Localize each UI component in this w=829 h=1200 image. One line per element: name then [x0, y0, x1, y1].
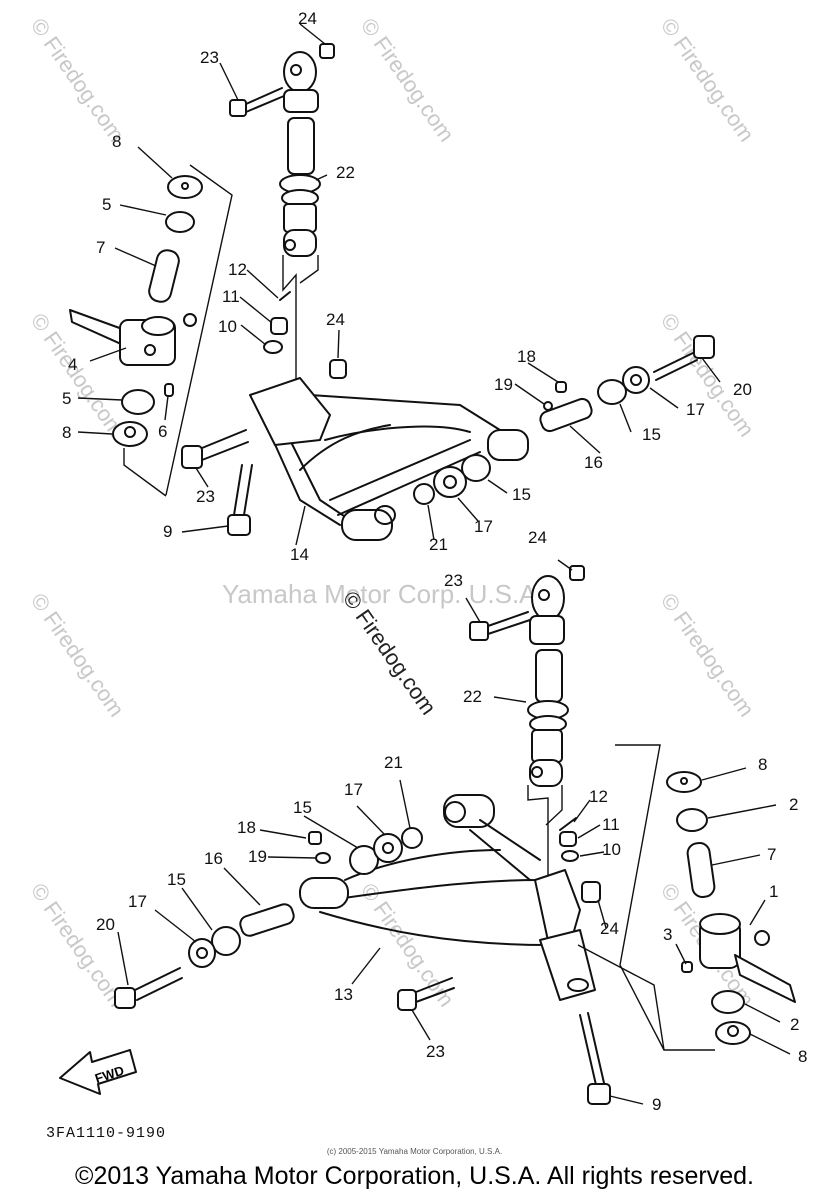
callout: 9	[652, 1095, 661, 1114]
fwd-arrow: FWD	[59, 1049, 137, 1095]
watermark-corner: © Firedog.com	[26, 589, 129, 722]
callout: 19	[494, 375, 513, 394]
callout: 8	[62, 423, 71, 442]
callout: 16	[584, 453, 603, 472]
callout-labels-lower: 24 23 22 8 2 7 1 3 2 8 21 17 15 18 19 16…	[96, 528, 807, 1114]
callout: 6	[158, 422, 167, 441]
callout: 14	[290, 545, 309, 564]
callout: 5	[62, 389, 71, 408]
callout: 12	[228, 260, 247, 279]
callout: 22	[463, 687, 482, 706]
callout: 15	[512, 485, 531, 504]
bushing-stack-upper-left	[148, 175, 203, 303]
callout: 20	[96, 915, 115, 934]
watermark-manufacturer: Yamaha Motor Corp. U.S.A.	[222, 579, 544, 609]
callout: 3	[663, 925, 672, 944]
callout: 24	[298, 9, 317, 28]
steering-knuckle-upper	[69, 309, 197, 366]
callout: 8	[112, 132, 121, 151]
callout: 21	[429, 535, 448, 554]
callout: 19	[248, 847, 267, 866]
watermark-corner: © Firedog.com	[656, 589, 759, 722]
a-arm-upper	[249, 377, 529, 541]
watermark-corner: © Firedog.com	[656, 309, 759, 442]
callout: 15	[642, 425, 661, 444]
callout: 21	[384, 753, 403, 772]
a-arm-lower	[299, 794, 596, 1001]
callout: 2	[790, 1015, 799, 1034]
callout: 23	[444, 571, 463, 590]
callout: 23	[426, 1042, 445, 1061]
bolt-20-upper	[653, 335, 715, 381]
bolt-23-lower-bottom	[397, 977, 455, 1011]
bolt-20-lower	[114, 967, 183, 1009]
callout: 1	[769, 882, 778, 901]
callout: 17	[474, 517, 493, 536]
bolt-9-upper	[227, 464, 253, 536]
shock-absorber-upper	[279, 51, 321, 257]
bolt-23-lower-top	[469, 611, 531, 641]
bolt-23-upper-top	[229, 87, 285, 117]
callout: 15	[293, 798, 312, 817]
callout: 15	[167, 870, 186, 889]
upper-assembly	[69, 23, 721, 546]
callout: 13	[334, 985, 353, 1004]
lower-assembly: FWD	[59, 559, 796, 1105]
part-code: 3FA1110-9190	[46, 1125, 167, 1142]
callout: 2	[789, 795, 798, 814]
callout: 24	[600, 919, 619, 938]
callout: 5	[102, 195, 111, 214]
callout: 10	[218, 317, 237, 336]
watermark-corner: © Firedog.com	[26, 14, 129, 147]
callout: 11	[602, 815, 620, 834]
callout: 23	[200, 48, 219, 67]
watermark-corner: © Firedog.com	[26, 879, 129, 1012]
callout: 24	[528, 528, 547, 547]
callout: 8	[798, 1047, 807, 1066]
bolt-9-lower	[579, 1012, 611, 1105]
callout: 17	[686, 400, 705, 419]
callout: 9	[163, 522, 172, 541]
bolt-23-upper-bottom	[181, 429, 249, 469]
callout: 22	[336, 163, 355, 182]
callout: 7	[767, 845, 776, 864]
watermark-corner: © Firedog.com	[656, 14, 759, 147]
small-copyright: (c) 2005-2015 Yamaha Motor Corporation, …	[326, 1147, 503, 1156]
callout: 18	[237, 818, 256, 837]
callout: 17	[128, 892, 147, 911]
shock-absorber-lower	[527, 575, 569, 787]
bushing-stack-lower-right	[666, 771, 796, 1045]
callout: 24	[326, 310, 345, 329]
nut-24-upper-top	[319, 43, 335, 59]
callout: 20	[733, 380, 752, 399]
callout: 18	[517, 347, 536, 366]
callout: 8	[758, 755, 767, 774]
callout: 10	[602, 840, 621, 859]
callout: 4	[68, 355, 77, 374]
callout: 16	[204, 849, 223, 868]
watermark-corner: © Firedog.com	[356, 14, 459, 147]
copyright-notice: ©2013 Yamaha Motor Corporation, U.S.A. A…	[75, 1162, 754, 1190]
callout: 12	[589, 787, 608, 806]
callout: 17	[344, 780, 363, 799]
callout: 23	[196, 487, 215, 506]
callout-labels-upper: 24 23 22 8 5 7 12 11 10 24 4 5 6 8 23 9 …	[62, 9, 752, 564]
callout: 7	[96, 238, 105, 257]
callout: 11	[222, 287, 240, 306]
